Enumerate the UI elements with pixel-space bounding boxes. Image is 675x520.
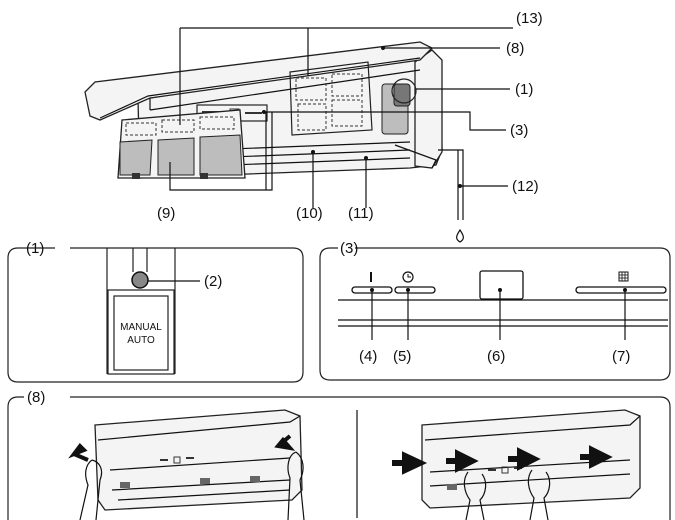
hand-icon [287, 451, 305, 520]
hand-icon [463, 471, 487, 520]
grid-icon [618, 271, 629, 282]
callout-8-detail: (8) [27, 389, 45, 406]
switch-label-manual: MANUAL [120, 322, 162, 333]
arrow-icon [392, 451, 428, 475]
callout-13: (13) [516, 10, 543, 27]
clock-icon [402, 271, 414, 283]
callout-4: (4) [359, 348, 377, 365]
arrow-icon [446, 449, 479, 473]
callout-11: (11) [348, 205, 374, 222]
callout-1-detail: (1) [26, 240, 44, 257]
arrow-icon [68, 442, 89, 462]
filter-indicator [575, 286, 667, 294]
manual-auto-button[interactable] [131, 271, 149, 289]
drain-hose [438, 149, 464, 220]
callout-6: (6) [487, 348, 505, 365]
arrow-icon [274, 434, 296, 451]
callout-9: (9) [157, 205, 175, 222]
callout-1-top: (1) [515, 81, 533, 98]
callout-5: (5) [393, 348, 411, 365]
signal-receiver [479, 270, 524, 300]
indicator-detail-panel: (3) (4) (5) [319, 240, 671, 381]
switch-detail-panel: (1) (2) MANUAL AUTO [7, 240, 304, 383]
front-panel-detail: (8) [7, 389, 671, 520]
arrow-icon [580, 445, 613, 469]
callout-2: (2) [204, 273, 222, 290]
switch-label-auto: AUTO [127, 335, 155, 346]
callout-3-detail: (3) [340, 240, 358, 257]
unit-side-wall [414, 49, 443, 169]
arrow-icon [508, 447, 541, 471]
callout-12: (12) [512, 178, 539, 195]
hand-icon [79, 459, 103, 520]
water-drop-icon [456, 228, 464, 243]
main-unit [84, 41, 464, 243]
leader-lines [169, 27, 513, 208]
callout-7: (7) [612, 348, 630, 365]
callout-3-top: (3) [510, 122, 528, 139]
timer-indicator [394, 286, 436, 294]
hand-icon [527, 469, 551, 520]
callout-10: (10) [296, 205, 323, 222]
manual-switch-small [393, 83, 411, 107]
callout-8-top: (8) [506, 40, 524, 57]
